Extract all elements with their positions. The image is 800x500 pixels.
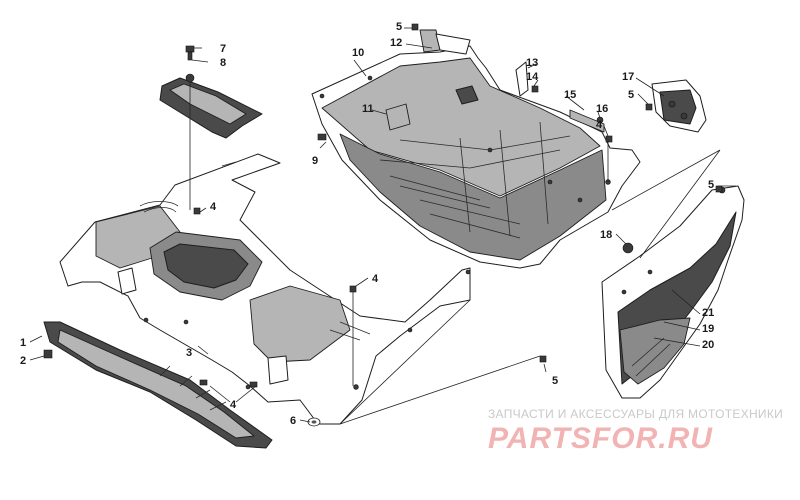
callout-4-d: 4: [596, 119, 603, 131]
callout-14: 14: [526, 71, 539, 83]
callout-16: 16: [596, 103, 608, 115]
callout-8: 8: [220, 57, 226, 69]
callout-13: 13: [526, 57, 538, 69]
part-clip-9: [317, 133, 327, 141]
callout-4-a: 4: [210, 201, 217, 213]
callout-5-a: 5: [396, 21, 402, 33]
callout-15: 15: [564, 89, 576, 101]
callout-21: 21: [702, 307, 714, 319]
callout-11: 11: [362, 103, 374, 115]
callout-5-b: 5: [628, 89, 634, 101]
part-strip-15: [569, 109, 605, 133]
callout-17: 17: [622, 71, 634, 83]
callout-3: 3: [186, 347, 192, 359]
callout-labels: 1 2 3 4 4 4 4 5 5 5 5 6 7 8 9 10 11 12 1…: [20, 21, 714, 427]
callout-7: 7: [220, 43, 226, 55]
fastener-group: [193, 23, 723, 427]
part-nut-2: [43, 349, 53, 359]
leader-lines: [29, 27, 736, 425]
callout-20: 20: [702, 339, 714, 351]
watermark-tagline: ЗАПЧАСТИ И АКСЕССУАРЫ ДЛЯ МОТОТЕХНИКИ: [488, 407, 783, 421]
part-cargo-box: [311, 45, 641, 269]
callout-18: 18: [600, 229, 612, 241]
callout-4-c: 4: [230, 399, 237, 411]
part-plug-18: [622, 242, 634, 254]
part-side-panel: [601, 185, 745, 399]
callout-5-c: 5: [708, 179, 714, 191]
part-screw-7: [185, 45, 195, 61]
callout-10: 10: [352, 47, 364, 59]
part-latch-13: [515, 61, 529, 97]
callout-9: 9: [312, 155, 318, 167]
callout-19: 19: [702, 323, 714, 335]
callout-2: 2: [20, 355, 26, 367]
callout-6: 6: [290, 415, 296, 427]
part-grommet-8: [185, 73, 195, 83]
callout-1: 1: [20, 337, 26, 349]
callout-4-b: 4: [372, 273, 379, 285]
part-bracket-12: [419, 29, 471, 55]
part-rear-fender-body: [59, 153, 471, 425]
part-rear-bumper-strip: [43, 321, 273, 449]
callout-12: 12: [390, 37, 402, 49]
callout-5-d: 5: [552, 375, 558, 387]
part-storage-lid: [159, 77, 263, 139]
watermark-logo-text: PARTSFOR.RU: [488, 422, 713, 455]
watermark: ЗАПЧАСТИ И АКСЕССУАРЫ ДЛЯ МОТОТЕХНИКИ PA…: [488, 407, 783, 455]
part-taillight-assembly: [651, 79, 707, 133]
